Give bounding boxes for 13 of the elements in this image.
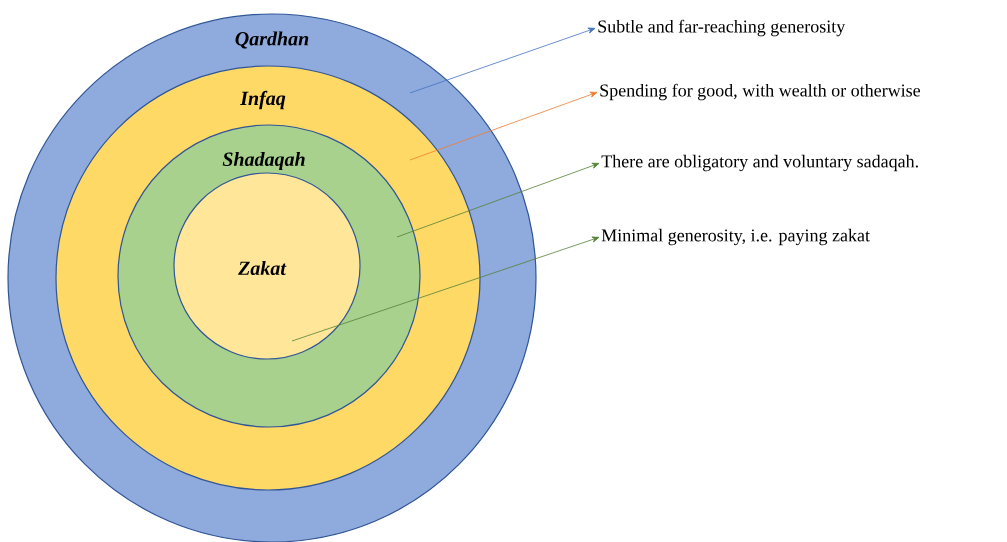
ring-label: Zakat xyxy=(238,260,287,276)
description-text: Minimal generosity, i.e. paying zakat xyxy=(601,228,870,246)
description-text: Subtle and far-reaching generosity xyxy=(598,19,846,37)
ring-label: Shadaqah xyxy=(222,151,305,171)
arrow xyxy=(409,27,596,94)
arrow xyxy=(409,91,598,161)
ring-label: Infaq xyxy=(240,90,286,110)
description-text: Spending for good, with wealth or otherwise xyxy=(600,83,921,101)
description-text: There are obligatory and voluntary sadaqah. xyxy=(601,154,918,172)
ring-label: Qardhan xyxy=(235,31,309,49)
arrow xyxy=(396,162,600,238)
arrow xyxy=(291,236,600,342)
ring xyxy=(173,172,361,360)
